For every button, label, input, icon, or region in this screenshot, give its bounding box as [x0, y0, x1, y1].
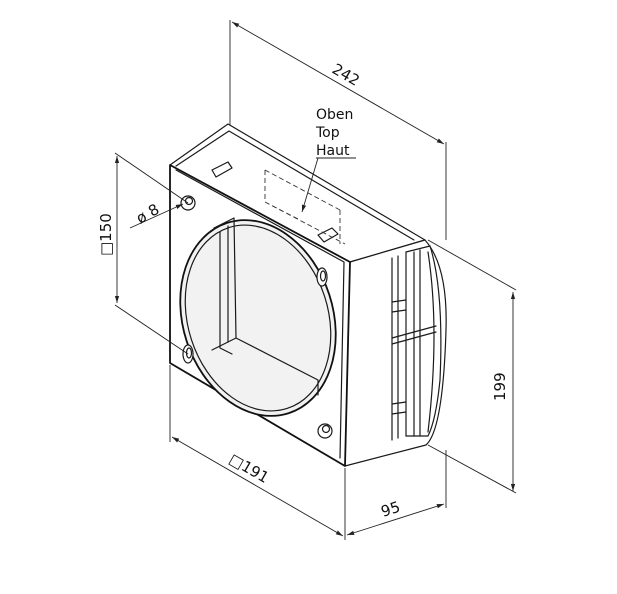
- round-opening-inner: [184, 224, 332, 412]
- dim-150-ext-top: [114, 152, 189, 204]
- dim-199-ext-top: [427, 239, 517, 291]
- inner-duct-4: [211, 337, 237, 351]
- dim-8-label: ø 8: [133, 200, 162, 227]
- dim-95-line: [346, 503, 445, 536]
- dimension-lines: [114, 20, 517, 540]
- top-clip-left: [211, 161, 233, 178]
- orientation-note: Oben Top Haut: [315, 107, 356, 159]
- product-body: [169, 123, 447, 467]
- inner-duct-2: [219, 231, 233, 355]
- dim-95-label: 95: [379, 498, 403, 521]
- top-lip: [175, 130, 415, 241]
- dim-150-ext-bottom: [114, 304, 189, 355]
- dim-199-ext-bottom: [427, 444, 517, 494]
- round-opening: [179, 219, 337, 417]
- mounting-hole-bottom-right: [317, 423, 333, 439]
- dim-242-line: [231, 21, 445, 145]
- hidden-lines-top: [264, 169, 346, 245]
- right-face: [344, 239, 447, 467]
- side-grille: [391, 245, 442, 441]
- mounting-hole-top-right: [316, 267, 328, 287]
- dim-150-label: □150: [97, 213, 115, 256]
- dim-8-leader: [129, 203, 184, 229]
- dim-242-label: 242: [329, 60, 363, 90]
- orientation-haut: Haut: [316, 143, 350, 159]
- orientation-top: Top: [315, 125, 340, 141]
- top-clip-right: [317, 227, 339, 243]
- dim-199-label: 199: [491, 372, 509, 401]
- orientation-oben: Oben: [316, 107, 353, 123]
- front-face-edge: [175, 169, 345, 459]
- orientation-leader: [301, 157, 319, 213]
- dim-191-line: [171, 436, 344, 537]
